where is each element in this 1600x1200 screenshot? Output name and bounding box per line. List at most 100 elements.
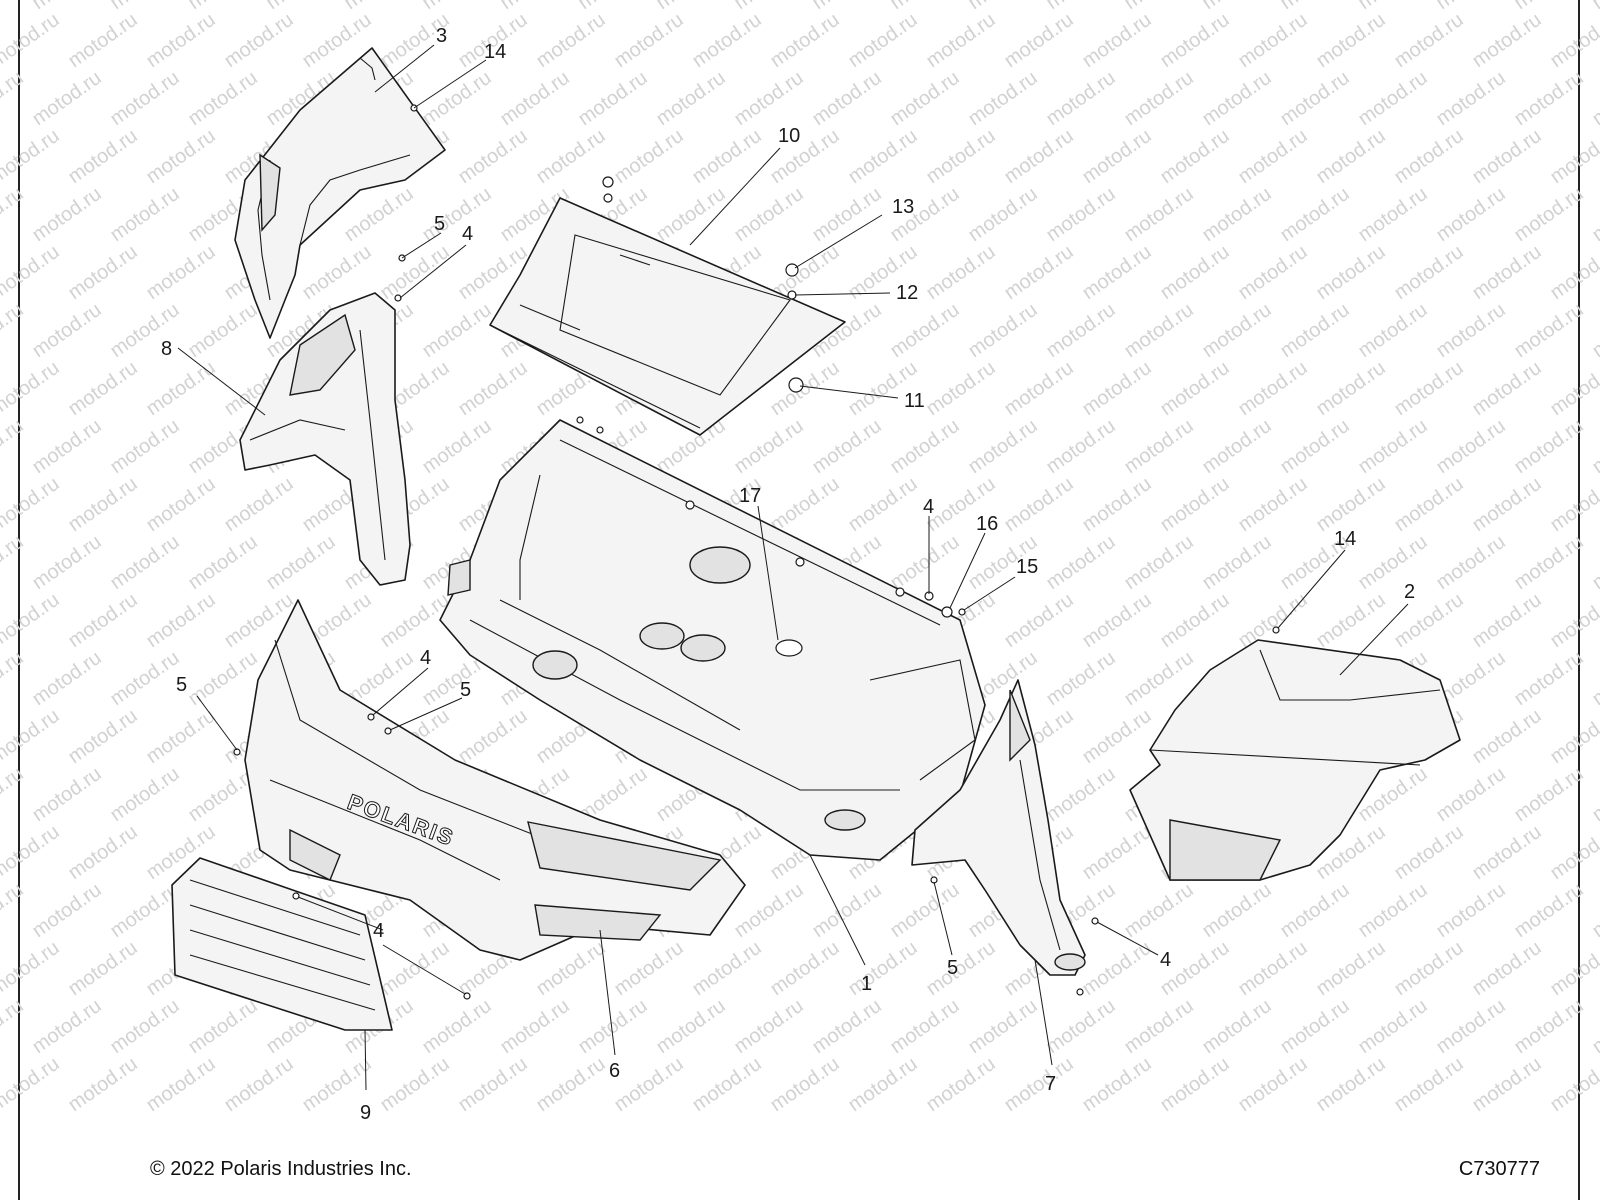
watermark-text: motod.ru xyxy=(730,183,807,246)
watermark-text: motod.ru xyxy=(886,0,963,14)
watermark-text: motod.ru xyxy=(1468,1053,1545,1116)
watermark-text: motod.ru xyxy=(0,531,28,594)
watermark-text: motod.ru xyxy=(886,879,963,942)
watermark-text: motod.ru xyxy=(262,0,339,14)
watermark-text: motod.ru xyxy=(964,415,1041,478)
watermark-text: motod.ru xyxy=(1276,67,1353,130)
watermark-text: motod.ru xyxy=(1588,0,1600,14)
watermark-text: motod.ru xyxy=(28,415,105,478)
watermark-text: motod.ru xyxy=(886,299,963,362)
watermark-text: motod.ru xyxy=(220,473,297,536)
watermark-text: motod.ru xyxy=(1468,473,1545,536)
callout-5: 5 xyxy=(460,679,471,701)
watermark-text: motod.ru xyxy=(610,1053,687,1116)
watermark-text: motod.ru xyxy=(1510,0,1587,14)
watermark-text: motod.ru xyxy=(1468,937,1545,1000)
watermark-text: motod.ru xyxy=(1510,879,1587,942)
watermark-text: motod.ru xyxy=(418,415,495,478)
watermark-text: motod.ru xyxy=(184,0,261,14)
watermark-text: motod.ru xyxy=(886,995,963,1058)
watermark-text: motod.ru xyxy=(886,67,963,130)
watermark-text: motod.ru xyxy=(1042,647,1119,710)
part-8-left-fender xyxy=(239,292,411,586)
watermark-text: motod.ru xyxy=(298,241,375,304)
part-7-right-fender xyxy=(911,679,1086,976)
watermark-text: motod.ru xyxy=(1120,531,1197,594)
watermark-text: motod.ru xyxy=(1042,0,1119,14)
watermark-text: motod.ru xyxy=(1354,415,1431,478)
watermark-text: motod.ru xyxy=(106,67,183,130)
watermark-text: motod.ru xyxy=(1078,589,1155,652)
watermark-text: motod.ru xyxy=(1510,67,1587,130)
watermark-text: motod.ru xyxy=(1198,879,1275,942)
watermark-text: motod.ru xyxy=(652,995,729,1058)
watermark-text: motod.ru xyxy=(28,183,105,246)
watermark-text: motod.ru xyxy=(1198,531,1275,594)
watermark-text: motod.ru xyxy=(1156,473,1233,536)
watermark-text: motod.ru xyxy=(28,299,105,362)
watermark-text: motod.ru xyxy=(0,67,28,130)
watermark-text: motod.ru xyxy=(1588,879,1600,942)
watermark-text: motod.ru xyxy=(1000,473,1077,536)
watermark-text: motod.ru xyxy=(1312,9,1389,72)
leader-lines xyxy=(177,44,1409,1091)
watermark-text: motod.ru xyxy=(574,67,651,130)
watermark-text: motod.ru xyxy=(808,995,885,1058)
watermark-text: motod.ru xyxy=(1588,67,1600,130)
watermark-text: motod.ru xyxy=(0,647,28,710)
watermark-text: motod.ru xyxy=(64,937,141,1000)
watermark-text: motod.ru xyxy=(922,9,999,72)
watermark-text: motod.ru xyxy=(106,995,183,1058)
watermark-text: motod.ru xyxy=(964,0,1041,14)
watermark-text: motod.ru xyxy=(1546,821,1600,884)
watermark-text: motod.ru xyxy=(1588,415,1600,478)
watermark-text: motod.ru xyxy=(1390,125,1467,188)
watermark-text: motod.ru xyxy=(1042,299,1119,362)
callout-14: 14 xyxy=(484,41,506,63)
watermark-text: motod.ru xyxy=(454,357,531,420)
watermark-text: motod.ru xyxy=(0,9,64,72)
copyright-notice: © 2022 Polaris Industries Inc. xyxy=(150,1158,412,1180)
callout-labels: 3 14 10 13 12 11 5 4 8 17 4 16 15 14 2 4… xyxy=(161,25,1415,1124)
watermark-text: motod.ru xyxy=(1354,299,1431,362)
watermark-text: motod.ru xyxy=(1390,821,1467,884)
watermark-text: motod.ru xyxy=(574,0,651,14)
watermark-text: motod.ru xyxy=(1432,879,1509,942)
watermark-text: motod.ru xyxy=(142,589,219,652)
watermark-text: motod.ru xyxy=(142,473,219,536)
watermark-text: motod.ru xyxy=(808,0,885,14)
watermark-text: motod.ru xyxy=(1588,647,1600,710)
watermark-text: motod.ru xyxy=(64,821,141,884)
part-1-floor-structure xyxy=(439,419,986,861)
watermark-text: motod.ru xyxy=(1468,125,1545,188)
watermark-text: motod.ru xyxy=(1390,357,1467,420)
watermark-text: motod.ru xyxy=(1156,589,1233,652)
watermark-text: motod.ru xyxy=(106,183,183,246)
watermark-text: motod.ru xyxy=(28,763,105,826)
watermark-text: motod.ru xyxy=(1588,995,1600,1058)
watermark-text: motod.ru xyxy=(0,705,64,768)
watermark-text: motod.ru xyxy=(0,299,28,362)
watermark-text: motod.ru xyxy=(532,125,609,188)
watermark-text: motod.ru xyxy=(64,1053,141,1116)
watermark-text: motod.ru xyxy=(532,9,609,72)
watermark-text: motod.ru xyxy=(844,9,921,72)
watermark-text: motod.ru xyxy=(1510,299,1587,362)
watermark-text: motod.ru xyxy=(1312,241,1389,304)
watermark-text: motod.ru xyxy=(1312,937,1389,1000)
watermark-text: motod.ru xyxy=(0,415,28,478)
watermark-text: motod.ru xyxy=(418,299,495,362)
watermark-text: motod.ru xyxy=(64,705,141,768)
watermark-text: motod.ru xyxy=(64,589,141,652)
watermark-text: motod.ru xyxy=(730,415,807,478)
watermark-text: motod.ru xyxy=(0,1053,64,1116)
watermark-text: motod.ru xyxy=(28,0,105,14)
watermark-text: motod.ru xyxy=(1042,183,1119,246)
watermark-text: motod.ru xyxy=(1390,241,1467,304)
watermark-text: motod.ru xyxy=(1510,647,1587,710)
watermark-text: motod.ru xyxy=(0,0,28,14)
watermark-text: motod.ru xyxy=(1312,589,1389,652)
watermark-text: motod.ru xyxy=(1198,183,1275,246)
watermark-text: motod.ru xyxy=(1588,531,1600,594)
